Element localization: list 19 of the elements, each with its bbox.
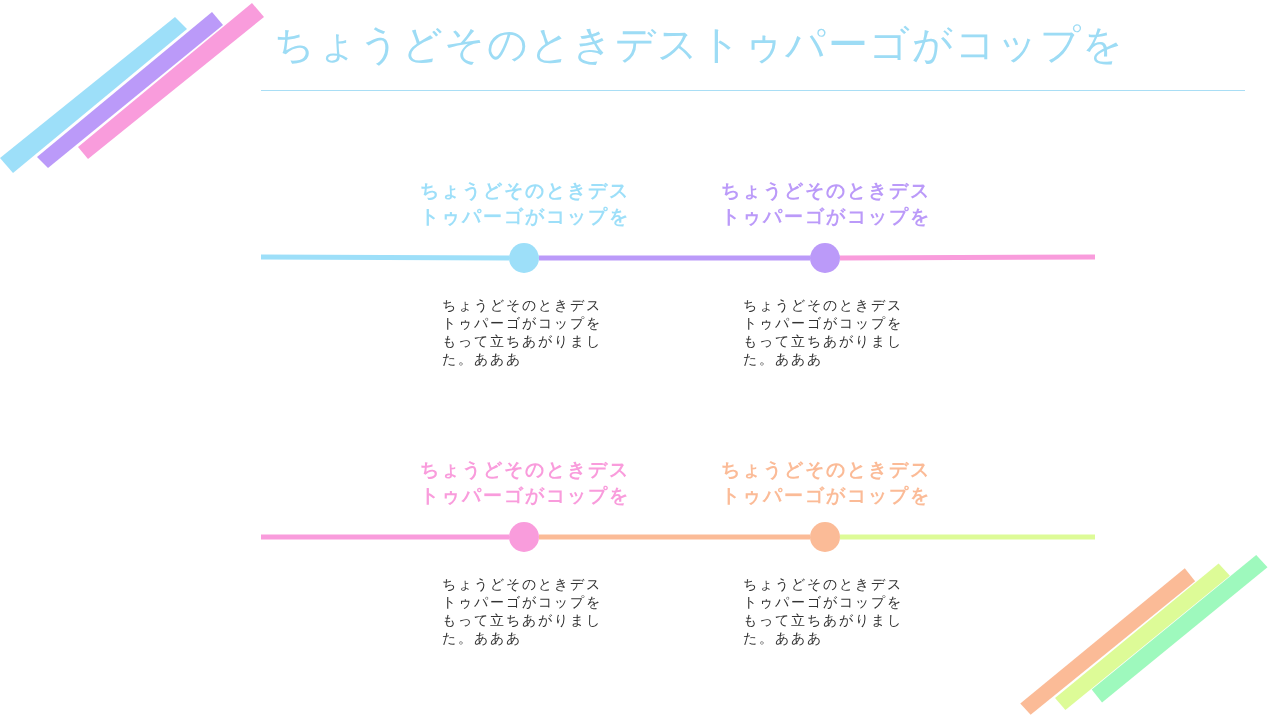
milestone-description: ちょうどそのときデストゥパーゴがコップをもって立ちあがりました。あああ: [442, 575, 603, 647]
milestone-heading: ちょうどそのときデストゥパーゴがコップを: [418, 457, 631, 508]
timeline-dot: [509, 243, 539, 273]
slide-title: ちょうどそのときデストゥパーゴがコップを: [274, 20, 1125, 69]
milestone-heading: ちょうどそのときデストゥパーゴがコップを: [719, 457, 932, 508]
milestone-description: ちょうどそのときデストゥパーゴがコップをもって立ちあがりました。あああ: [743, 296, 904, 368]
timeline-line: [261, 254, 509, 261]
milestone-heading: ちょうどそのときデストゥパーゴがコップを: [418, 178, 631, 229]
timeline-line: [539, 255, 810, 261]
milestone-description: ちょうどそのときデストゥパーゴがコップをもって立ちあがりました。あああ: [442, 296, 603, 368]
timeline-dot: [509, 522, 539, 552]
timeline-line: [539, 534, 810, 540]
timeline-dot: [810, 522, 840, 552]
timeline-line: [840, 254, 1095, 261]
milestone-heading: ちょうどそのときデストゥパーゴがコップを: [719, 178, 932, 229]
milestone-description: ちょうどそのときデストゥパーゴがコップをもって立ちあがりました。あああ: [743, 575, 904, 647]
timeline-dot: [810, 243, 840, 273]
timeline-line: [261, 534, 509, 540]
timeline-line: [840, 534, 1095, 540]
